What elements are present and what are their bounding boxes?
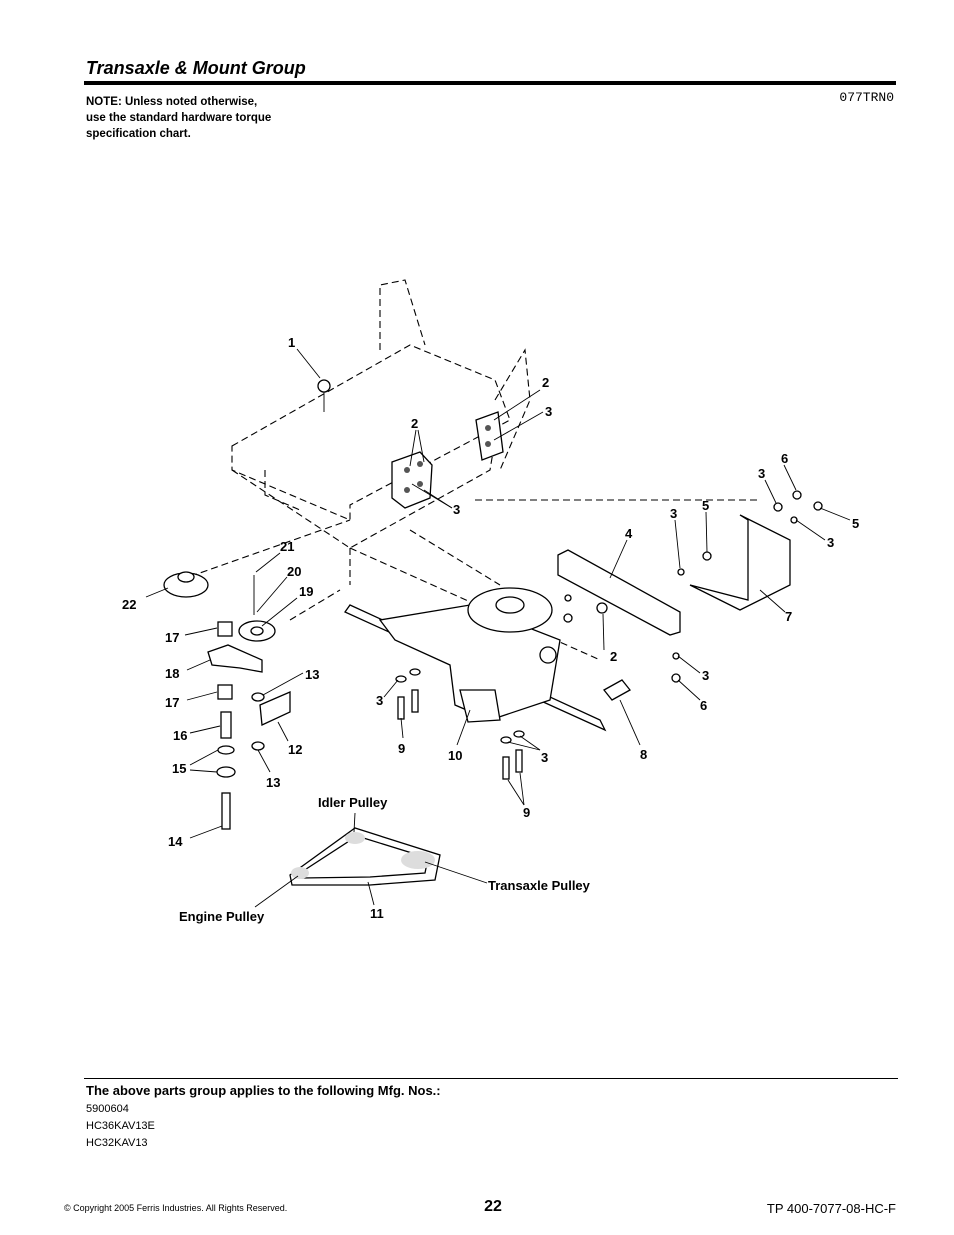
page-title: Transaxle & Mount Group (86, 58, 306, 78)
callout-13: 13 (266, 775, 280, 790)
callout-22: 22 (122, 597, 136, 612)
mfg-number: HC36KAV13E (86, 1120, 155, 1132)
leader-lines (145, 348, 851, 908)
drive-belt (289, 827, 441, 886)
callout-4: 4 (625, 526, 633, 541)
callout-19: 19 (299, 584, 313, 599)
transaxle-bolts (395, 668, 525, 780)
applies-heading: The above parts group applies to the fol… (86, 1083, 441, 1098)
callout-6: 6 (700, 698, 707, 713)
note-line: specification chart. (86, 128, 191, 140)
callout-15: 15 (172, 761, 186, 776)
callout-11: 11 (370, 906, 384, 921)
callout-18: 18 (165, 666, 179, 681)
callout-9: 9 (523, 805, 530, 820)
callout-labels: 1 2 3 2 3 6 3 5 4 3 5 3 7 21 20 19 22 17… (122, 335, 859, 924)
copyright: © Copyright 2005 Ferris Industries. All … (64, 1203, 288, 1213)
callout-20: 20 (287, 564, 301, 579)
callout-3: 3 (545, 404, 552, 419)
callout-3: 3 (670, 506, 677, 521)
idler-pulley-stack (163, 571, 291, 830)
callout-3: 3 (376, 693, 383, 708)
callout-17: 17 (165, 630, 179, 645)
torque-note: NOTE: Unless noted otherwise, use the st… (86, 94, 346, 142)
callout-2: 2 (542, 375, 549, 390)
callout-12: 12 (288, 742, 302, 757)
drawing-code: 077TRN0 (839, 90, 894, 105)
callout-3: 3 (541, 750, 548, 765)
mfg-number: 5900604 (86, 1103, 129, 1115)
callout-3: 3 (702, 668, 709, 683)
callout-1: 1 (288, 335, 295, 350)
callout-9: 9 (398, 741, 405, 756)
callout-7: 7 (785, 609, 792, 624)
callout-10: 10 (448, 748, 462, 763)
idler-pulley-label: Idler Pulley (318, 795, 388, 810)
transaxle-pulley-label: Transaxle Pulley (488, 878, 591, 893)
callout-21: 21 (280, 539, 294, 554)
mfg-number-list: 5900604 HC36KAV13E HC32KAV13 (86, 1101, 155, 1152)
callout-13: 13 (305, 667, 319, 682)
page-number: 22 (484, 1198, 502, 1215)
title-rule (84, 81, 896, 85)
transaxle-bracket (557, 514, 791, 701)
callout-5: 5 (852, 516, 859, 531)
note-line: NOTE: Unless noted otherwise, (86, 96, 258, 108)
callout-2: 2 (411, 416, 418, 431)
callout-5: 5 (702, 498, 709, 513)
mfg-number: HC32KAV13 (86, 1137, 148, 1149)
document-id: TP 400-7077-08-HC-F (766, 1201, 896, 1216)
callout-3: 3 (827, 535, 834, 550)
transaxle-assembly (344, 587, 607, 732)
callout-6: 6 (781, 451, 788, 466)
callout-14: 14 (168, 834, 183, 849)
note-line: use the standard hardware torque (86, 112, 272, 124)
callout-8: 8 (640, 747, 647, 762)
callout-3: 3 (453, 502, 460, 517)
callout-3: 3 (758, 466, 765, 481)
callout-2: 2 (610, 649, 617, 664)
footer-rule (84, 1078, 898, 1079)
engine-pulley-label: Engine Pulley (179, 909, 265, 924)
callout-17: 17 (165, 695, 179, 710)
frame-brackets (317, 379, 504, 509)
callout-16: 16 (173, 728, 187, 743)
